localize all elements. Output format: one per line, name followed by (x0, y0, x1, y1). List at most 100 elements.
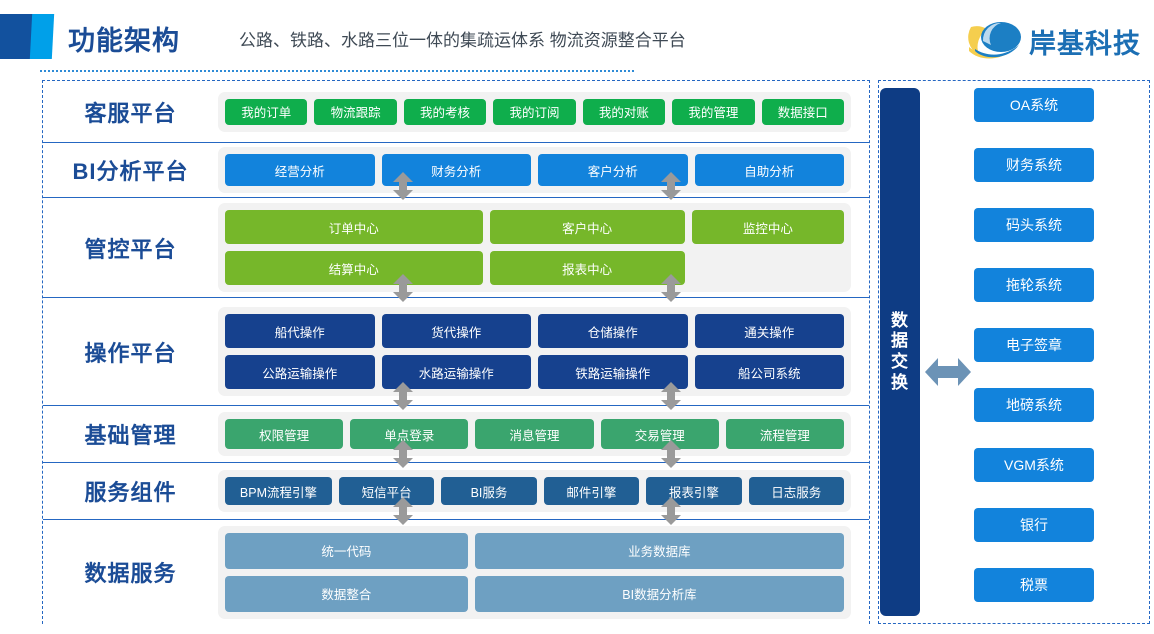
external-system-item[interactable]: 拖轮系统 (974, 268, 1094, 302)
layer-link-arrow-icon (393, 497, 413, 525)
module-button[interactable]: 我的考核 (403, 98, 487, 125)
external-system-item[interactable]: 财务系统 (974, 148, 1094, 182)
module-button[interactable]: 结算中心 (225, 251, 483, 285)
module-button[interactable]: 货代操作 (381, 314, 531, 348)
logo-mark-icon (968, 22, 1021, 59)
module-button[interactable]: 水路运输操作 (381, 355, 531, 389)
module-button[interactable]: 交易管理 (600, 419, 719, 449)
external-system-item[interactable]: 地磅系统 (974, 388, 1094, 422)
module-button[interactable]: BPM流程引擎 (225, 477, 332, 505)
external-systems-frame (878, 80, 1150, 624)
module-button[interactable]: 我的订单 (225, 98, 308, 125)
module-button[interactable]: 经营分析 (225, 154, 375, 186)
platform-layer-row: 客服平台 我的订单物流跟踪我的考核我的订阅我的对账我的管理数据接口 (43, 81, 869, 143)
module-button[interactable]: 单点登录 (350, 419, 469, 449)
external-system-item[interactable]: VGM系统 (974, 448, 1094, 482)
exchange-char-1: 据 (891, 331, 909, 351)
layer-label: 客服平台 (84, 100, 177, 126)
external-system-item[interactable]: 银行 (974, 508, 1094, 542)
module-button[interactable]: 物流跟踪 (314, 98, 397, 125)
layer-link-arrow-icon (393, 440, 413, 468)
module-button[interactable]: 数据接口 (761, 98, 844, 125)
external-system-item[interactable]: 码头系统 (974, 208, 1094, 242)
layer-module-group: 权限管理单点登录消息管理交易管理流程管理 (218, 412, 851, 456)
module-button[interactable]: 通关操作 (694, 314, 844, 348)
layer-module-group: 船代操作货代操作仓储操作通关操作公路运输操作水路运输操作铁路运输操作船公司系统 (218, 307, 851, 396)
module-button[interactable]: 我的管理 (672, 98, 755, 125)
module-button[interactable]: 我的对账 (582, 98, 666, 125)
external-system-list: OA系统财务系统码头系统拖轮系统电子签章地磅系统 VGM系统银行税票 (974, 88, 1094, 602)
module-row: 我的订单物流跟踪我的考核我的订阅我的对账我的管理数据接口 (225, 98, 844, 125)
module-button[interactable]: 统一代码 (225, 532, 468, 569)
exchange-char-2: 交 (891, 352, 909, 371)
external-system-item[interactable]: 电子签章 (974, 328, 1094, 362)
module-button[interactable]: 权限管理 (225, 419, 344, 449)
page-header: 功能架构 公路、铁路、水路三位一体的集疏运体系 物流资源整合平台 岸基科技 (0, 0, 1154, 72)
module-button[interactable]: 船代操作 (225, 314, 375, 348)
module-row: 结算中心报表中心 (225, 251, 844, 285)
external-system-item[interactable]: OA系统 (974, 88, 1094, 122)
module-button[interactable]: 消息管理 (475, 419, 594, 449)
module-button[interactable]: 公路运输操作 (225, 355, 375, 389)
module-button[interactable]: BI服务 (441, 477, 537, 505)
external-system-item[interactable]: 税票 (974, 568, 1094, 602)
layer-module-group: 我的订单物流跟踪我的考核我的订阅我的对账我的管理数据接口 (218, 91, 851, 132)
module-row: 订单中心客户中心监控中心 (225, 210, 844, 244)
module-button[interactable]: 报表中心 (489, 251, 685, 285)
module-button[interactable]: 数据整合 (225, 575, 468, 612)
module-button[interactable]: 自助分析 (694, 154, 844, 186)
module-button[interactable]: 订单中心 (225, 210, 483, 244)
layer-label: 数据服务 (84, 561, 177, 586)
layer-label: BI分析平台 (72, 159, 189, 184)
module-row: 权限管理单点登录消息管理交易管理流程管理 (225, 419, 845, 449)
header-accent-dark-bar (0, 14, 33, 59)
page-subtitle: 公路、铁路、水路三位一体的集疏运体系 物流资源整合平台 (239, 31, 686, 50)
module-button[interactable]: 邮件引擎 (543, 477, 640, 505)
module-button[interactable]: 铁路运输操作 (538, 355, 688, 389)
module-button[interactable]: 客户中心 (489, 210, 685, 244)
platform-layer-row: 管控平台订单中心客户中心监控中心结算中心报表中心 (43, 198, 869, 298)
module-button[interactable]: BI数据分析库 (474, 575, 844, 612)
layer-link-arrow-icon (661, 382, 681, 410)
header-divider (40, 70, 634, 72)
bidirectional-exchange-arrow-icon (925, 358, 971, 386)
module-button[interactable]: 我的订阅 (493, 98, 576, 125)
module-button[interactable]: 监控中心 (691, 210, 844, 244)
exchange-char-3: 换 (891, 372, 909, 392)
layer-module-group: 订单中心客户中心监控中心结算中心报表中心 (218, 203, 851, 292)
platform-layer-row: BI分析平台 经营分析财务分析客户分析自助分析 (43, 143, 869, 198)
layer-label: 管控平台 (84, 236, 177, 262)
layer-label: 服务组件 (84, 480, 177, 505)
module-button[interactable]: 业务数据库 (474, 532, 844, 569)
module-row: 船代操作货代操作仓储操作通关操作 (225, 314, 844, 348)
module-button[interactable]: 流程管理 (725, 419, 845, 449)
layer-link-arrow-icon (661, 172, 681, 200)
logo-text: 岸基科技 (1029, 29, 1141, 59)
layer-module-group: 经营分析财务分析客户分析自助分析 (218, 147, 851, 193)
layer-label: 操作平台 (84, 340, 177, 366)
company-logo: 岸基科技 (967, 17, 1147, 63)
layer-link-arrow-icon (393, 172, 413, 200)
module-row: 统一代码业务数据库 (225, 532, 844, 569)
layer-label: 基础管理 (84, 423, 177, 448)
module-button[interactable]: 报表引擎 (646, 477, 742, 505)
module-button[interactable]: 船公司系统 (694, 355, 844, 389)
platform-layer-row: 操作平台船代操作货代操作仓储操作通关操作公路运输操作水路运输操作铁路运输操作船公… (43, 298, 869, 406)
module-spacer (692, 251, 844, 285)
module-button[interactable]: 仓储操作 (538, 314, 688, 348)
module-row: 经营分析财务分析客户分析自助分析 (225, 154, 844, 186)
header-accent-light-bar (29, 14, 55, 59)
module-row: 公路运输操作水路运输操作铁路运输操作船公司系统 (225, 355, 844, 389)
module-button[interactable]: 日志服务 (748, 477, 844, 505)
layer-link-arrow-icon (393, 274, 413, 302)
module-button[interactable]: 短信平台 (338, 477, 435, 505)
layer-link-arrow-icon (661, 497, 681, 525)
layer-link-arrow-icon (661, 274, 681, 302)
